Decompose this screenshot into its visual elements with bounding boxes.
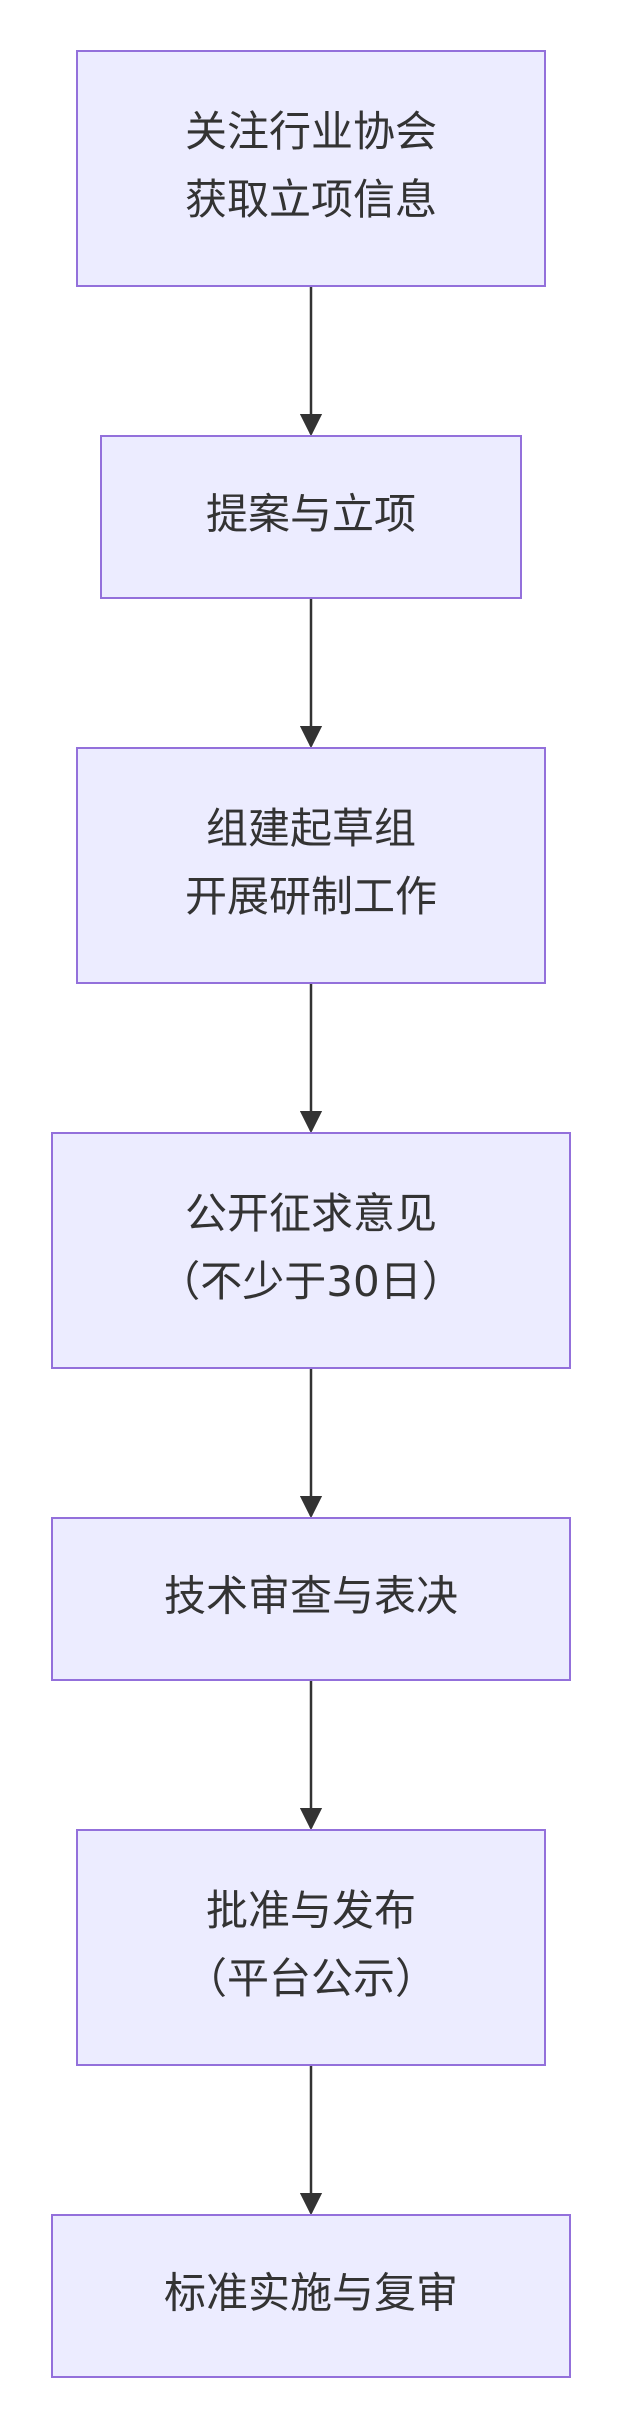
flow-node-box [76,50,546,287]
flow-node-label: 获取立项信息 [185,175,437,224]
flow-node-6: 批准与发布 （平台公示） [76,1829,546,2066]
flow-node-box [76,747,546,984]
flow-node-label: 提案与立项 [206,490,416,539]
flow-node-label: 公开征求意见 [185,1189,437,1238]
flow-node-label: 组建起草组 [206,804,416,853]
flow-node-2: 提案与立项 [100,435,522,599]
flow-node-box [76,1829,546,2066]
flow-node-box [100,435,522,599]
flow-node-label: （不少于30日） [158,1257,463,1306]
flow-node-label: 关注行业协会 [185,107,437,156]
flow-node-label: 批准与发布 [206,1886,416,1935]
flow-node-label: 开展研制工作 [185,872,437,921]
flow-node-label: 技术审查与表决 [164,1572,458,1621]
flow-node-5: 技术审查与表决 [51,1517,571,1681]
nodes: 关注行业协会获取立项信息提案与立项组建起草组开展研制工作公开征求意见（不少于30… [51,50,571,2378]
flow-node-label: 标准实施与复审 [164,2269,458,2318]
flow-node-7: 标准实施与复审 [51,2214,571,2378]
flow-node-box [51,1517,571,1681]
flow-node-4: 公开征求意见 （不少于30日） [51,1132,571,1369]
flow-node-box [51,2214,571,2378]
flow-node-box [51,1132,571,1369]
flow-node-label: （平台公示） [185,1954,437,2003]
